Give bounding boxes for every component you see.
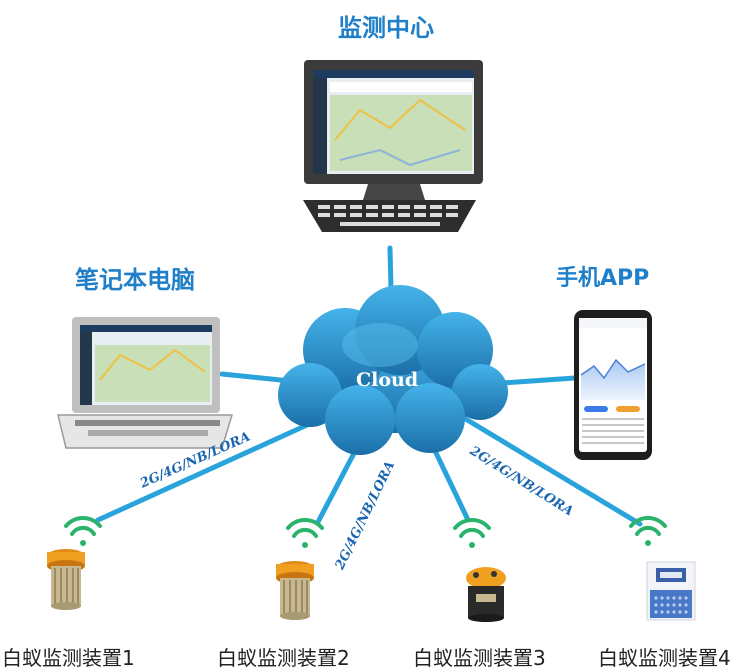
termite-device-1-icon (47, 549, 85, 610)
device-label-2: 白蚁监测装置2 (217, 646, 350, 669)
link-device1 (95, 417, 321, 523)
device-label-1: 白蚁监测装置1 (2, 646, 135, 669)
wifi-icon-2 (286, 517, 324, 548)
laptop-icon (57, 317, 234, 449)
laptop-title: 笔记本电脑 (75, 266, 195, 294)
link-device4 (461, 415, 643, 527)
wifi-icon-4 (629, 515, 667, 546)
cloud-label: Cloud (356, 369, 419, 391)
wifi-icon-3 (453, 517, 491, 548)
termite-device-3-icon (466, 567, 506, 622)
device-label-4: 白蚁监测装置4 (598, 646, 731, 669)
cloud-icon (278, 285, 508, 455)
wifi-icon-1 (64, 515, 102, 546)
phone-icon (574, 310, 652, 460)
device-label-3: 白蚁监测装置3 (413, 646, 546, 669)
monitor-center-title: 监测中心 (338, 14, 434, 42)
termite-device-4-icon (646, 561, 696, 621)
monitor-icon (303, 60, 483, 232)
termite-device-2-icon (276, 561, 314, 620)
mobile-app-title: 手机APP (556, 266, 650, 291)
